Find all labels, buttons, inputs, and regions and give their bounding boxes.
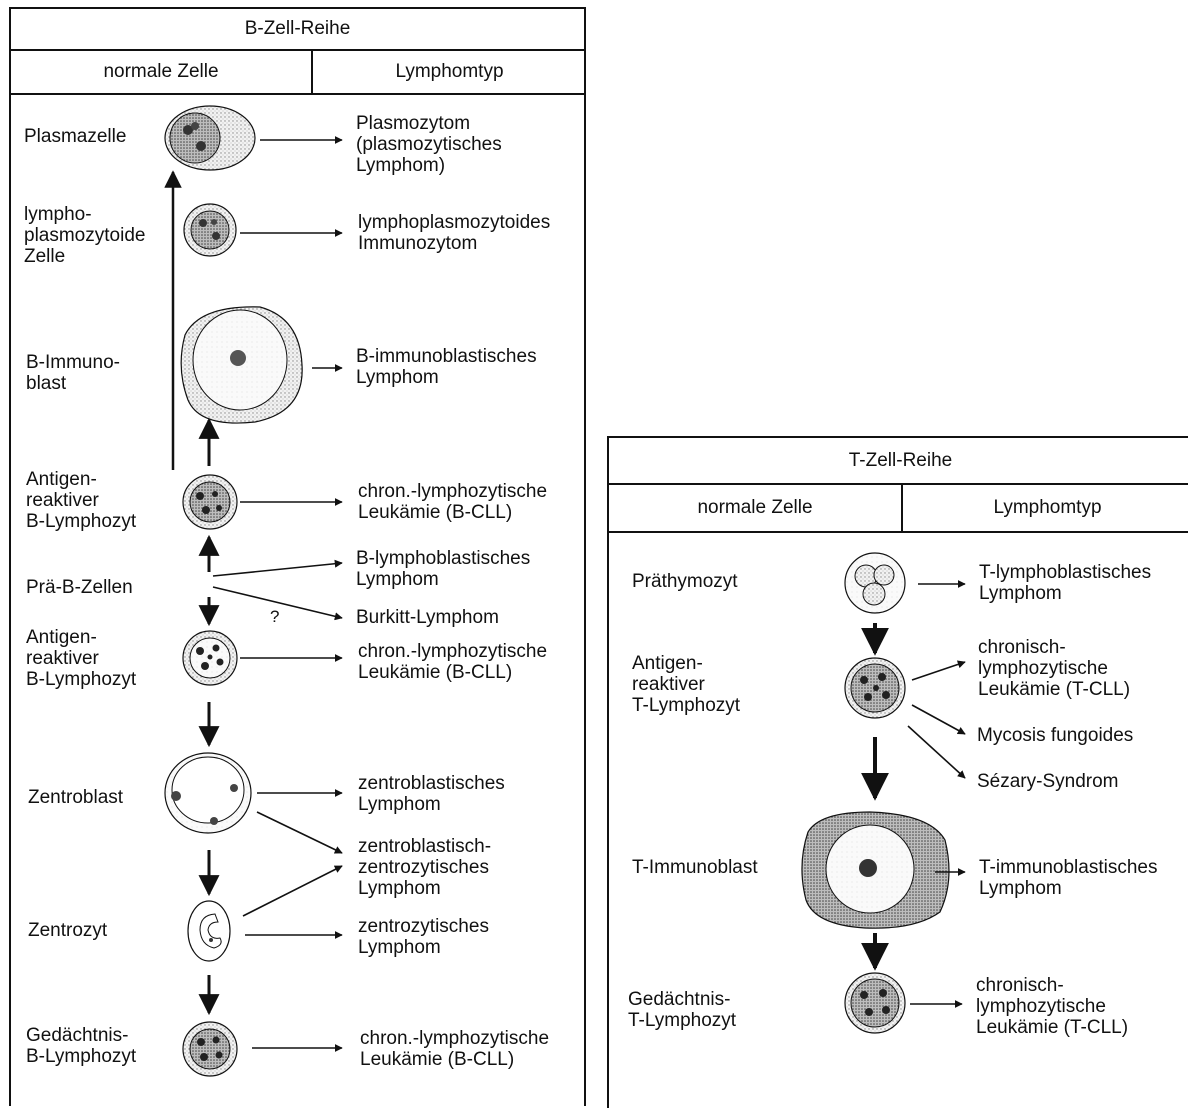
b-col-normal-header: normale Zelle bbox=[11, 51, 313, 95]
t-label-praethymozyt: Präthymozyt bbox=[632, 571, 738, 592]
b-result-burkitt: Burkitt-Lymphom bbox=[356, 607, 499, 628]
t-label-gedaechtnis: Gedächtnis- T-Lymphozyt bbox=[628, 989, 737, 1031]
t-cell-antigen-reaktiv bbox=[844, 657, 906, 719]
b-result-b-cll-1: chron.-lymphozytische Leukämie (B-CLL) bbox=[358, 481, 548, 523]
t-col-lymphoma-header: Lymphomtyp bbox=[903, 485, 1188, 533]
b-label-prae-b-zellen: Prä-B-Zellen bbox=[26, 577, 133, 598]
t-result-t-cll-2: chronisch- lymphozytische Leukämie (T-CL… bbox=[976, 975, 1129, 1038]
b-cell-zentroblast bbox=[164, 752, 252, 834]
t-result-mycosis: Mycosis fungoides bbox=[977, 725, 1134, 746]
b-cell-antigen-reaktiv-2 bbox=[182, 630, 238, 686]
b-label-plasmazelle: Plasmazelle bbox=[24, 126, 127, 147]
t-result-t-cll-1: chronisch- lymphozytische Leukämie (T-CL… bbox=[978, 637, 1131, 700]
b-result-b-cll-2: chron.-lymphozytische Leukämie (B-CLL) bbox=[358, 641, 548, 683]
b-label-gedaechtnis: Gedächtnis- B-Lymphozyt bbox=[26, 1025, 137, 1067]
b-result-immunozytom: lymphoplasmozytoides Immunozytom bbox=[358, 212, 551, 254]
b-cell-immunoblast bbox=[180, 306, 303, 424]
t-label-antigen-reaktiv: Antigen- reaktiver T-Lymphozyt bbox=[632, 653, 741, 716]
b-label-b-immunoblast: B-Immuno- blast bbox=[26, 352, 120, 394]
b-label-antigen-reaktiv-2: Antigen- reaktiver B-Lymphozyt bbox=[26, 627, 137, 690]
b-label-zentroblast: Zentroblast bbox=[28, 787, 124, 808]
b-result-b-immunoblastisch: B-immunoblastisches Lymphom bbox=[356, 346, 537, 388]
b-result-b-lymphoblastisch: B-lymphoblastisches Lymphom bbox=[356, 548, 531, 590]
b-cell-zentrozyt bbox=[187, 900, 231, 962]
t-arrows bbox=[861, 580, 966, 1008]
b-series-title: B-Zell-Reihe bbox=[11, 9, 584, 51]
t-result-t-immunoblastisch: T-immunoblastisches Lymphom bbox=[979, 857, 1158, 899]
b-label-lymphoplasmozytoide: lympho- plasmozytoide Zelle bbox=[24, 204, 146, 267]
b-cell-plasmazelle bbox=[164, 105, 256, 171]
b-result-zentrozytisch: zentrozytisches Lymphom bbox=[358, 916, 489, 958]
b-cell-antigen-reaktiv-1 bbox=[182, 474, 238, 530]
b-series-panel: B-Zell-Reihe normale Zelle Lymphomtyp bbox=[9, 7, 586, 1106]
t-label-t-immunoblast: T-Immunoblast bbox=[632, 857, 758, 878]
b-arrows bbox=[164, 136, 343, 1052]
t-series-title: T-Zell-Reihe bbox=[609, 438, 1188, 485]
t-result-sezary: Sézary-Syndrom bbox=[977, 771, 1119, 792]
t-result-t-lymphoblastisch: T-lymphoblastisches Lymphom bbox=[979, 562, 1152, 604]
t-cell-gedaechtnis bbox=[844, 972, 906, 1034]
b-cell-gedaechtnis bbox=[182, 1021, 238, 1077]
b-result-zentroblastisch-zentrozytisch: zentroblastisch- zentrozytisches Lymphom bbox=[358, 836, 492, 899]
t-cell-t-immunoblast bbox=[801, 811, 950, 929]
b-col-lymphoma-header: Lymphomtyp bbox=[313, 51, 586, 95]
t-col-normal-header: normale Zelle bbox=[609, 485, 903, 533]
t-cell-praethymozyt bbox=[844, 552, 906, 614]
b-uncertain-mark: ? bbox=[270, 607, 280, 626]
b-result-plasmozytom: Plasmozytom (plasmozytisches Lymphom) bbox=[356, 113, 502, 176]
b-result-b-cll-3: chron.-lymphozytische Leukämie (B-CLL) bbox=[360, 1028, 550, 1070]
b-label-antigen-reaktiv-1: Antigen- reaktiver B-Lymphozyt bbox=[26, 469, 137, 532]
b-result-zentroblastisch: zentroblastisches Lymphom bbox=[358, 773, 505, 815]
b-label-zentrozyt: Zentrozyt bbox=[28, 920, 108, 941]
b-cell-lymphoplasmozytoid bbox=[183, 203, 237, 257]
